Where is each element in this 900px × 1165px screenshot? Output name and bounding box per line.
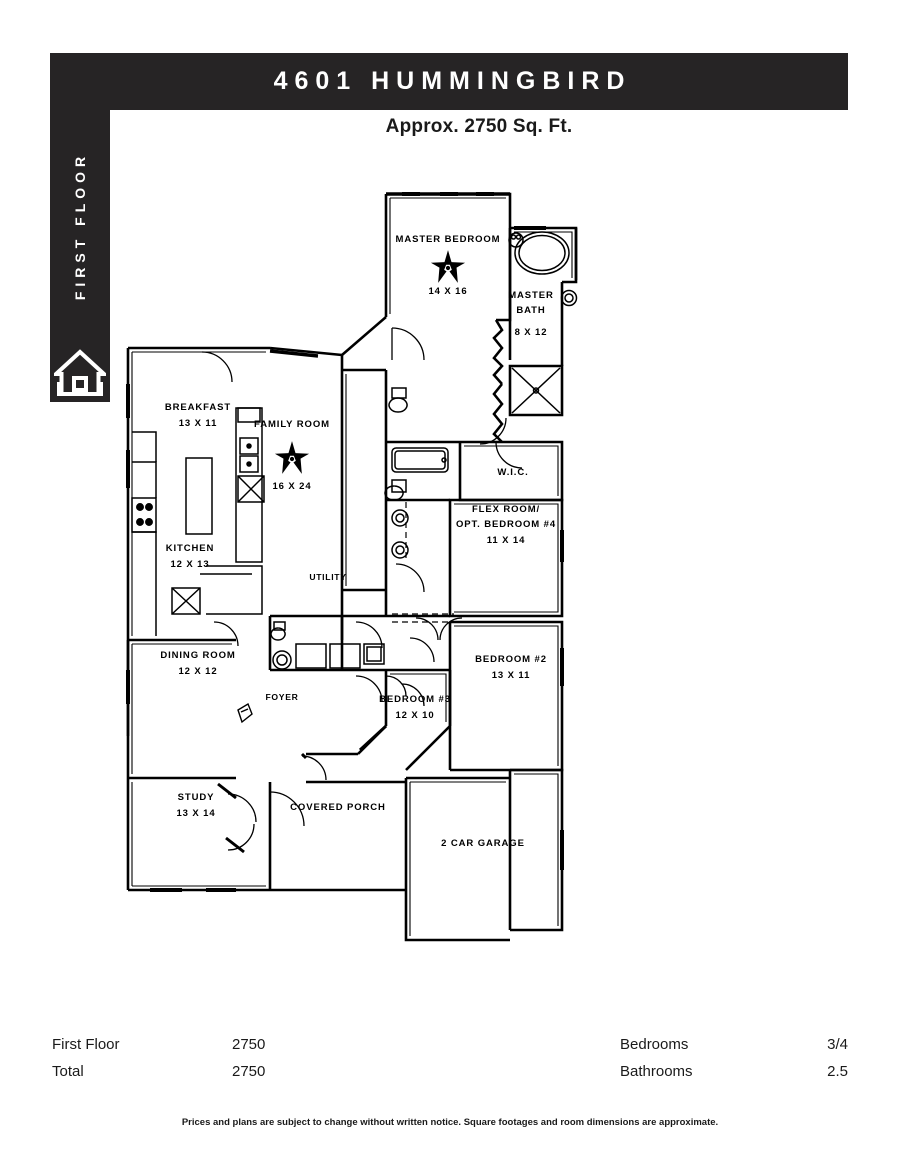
- room-label-flex-room-2: OPT. BEDROOM #4: [456, 519, 556, 530]
- spec-table: First Floor 2750 Bedrooms 3/4 Total 2750…: [0, 1036, 900, 1098]
- room-label-master-bath: MASTER: [508, 290, 554, 301]
- spec-bathrooms-value: 2.5: [827, 1063, 848, 1080]
- room-label-bedroom-3: BEDROOM #3: [379, 694, 451, 705]
- spec-total-label: Total: [52, 1063, 84, 1080]
- spec-bedrooms-value: 3/4: [827, 1036, 848, 1053]
- spec-row: Total 2750 Bathrooms 2.5: [0, 1063, 900, 1090]
- room-label-family-room: FAMILY ROOM: [254, 419, 330, 430]
- spec-total-value: 2750: [232, 1063, 266, 1080]
- room-label-wic: W.I.C.: [497, 467, 528, 478]
- room-label-kitchen: KITCHEN: [166, 543, 215, 554]
- room-label-utility: UTILITY: [309, 572, 346, 582]
- floor-label-text: FIRST FLOOR: [72, 151, 89, 301]
- room-label-breakfast: BREAKFAST: [165, 402, 231, 413]
- room-dim-master-bath: 8 X 12: [515, 327, 548, 338]
- header-banner: 4601 HUMMINGBIRD: [50, 53, 848, 110]
- room-label-flex-room: FLEX ROOM/: [472, 504, 540, 515]
- room-dim-bedroom-3: 12 X 10: [395, 710, 434, 721]
- room-label-study: STUDY: [178, 792, 215, 803]
- floor-label-rotated: FIRST FLOOR: [50, 110, 110, 342]
- ceiling-fan-master: [432, 252, 464, 281]
- floor-plan-drawing: MASTER BEDROOM 14 X 16 MASTER BATH 8 X 1…: [110, 170, 850, 970]
- spec-first-floor-label: First Floor: [52, 1036, 120, 1053]
- spec-bedrooms-label: Bedrooms: [620, 1036, 689, 1053]
- room-dim-breakfast: 13 X 11: [179, 418, 218, 429]
- spec-bathrooms-label: Bathrooms: [620, 1063, 693, 1080]
- room-label-dining-room: DINING ROOM: [160, 650, 235, 661]
- floor-tab-sidebar: FIRST FLOOR: [50, 110, 110, 402]
- spec-row: First Floor 2750 Bedrooms 3/4: [0, 1036, 900, 1063]
- room-dim-kitchen: 12 X 13: [170, 559, 209, 570]
- room-label-covered-porch: COVERED PORCH: [290, 802, 386, 813]
- room-label-master-bath-2: BATH: [516, 305, 545, 316]
- page-title: 4601 HUMMINGBIRD: [273, 67, 632, 95]
- room-dim-bedroom-2: 13 X 11: [492, 670, 531, 681]
- room-dim-family-room: 16 X 24: [272, 481, 311, 492]
- room-dim-master-bedroom: 14 X 16: [428, 286, 467, 297]
- room-label-bedroom-2: BEDROOM #2: [475, 654, 547, 665]
- disclaimer-text: Prices and plans are subject to change w…: [181, 1117, 719, 1128]
- room-dim-flex-room: 11 X 14: [487, 535, 526, 546]
- room-label-garage: 2 CAR GARAGE: [441, 838, 525, 849]
- room-label-master-bedroom: MASTER BEDROOM: [396, 234, 501, 245]
- room-dim-study: 13 X 14: [176, 808, 215, 819]
- page-subtitle: Approx. 2750 Sq. Ft.: [385, 116, 573, 137]
- room-label-foyer: FOYER: [265, 692, 298, 702]
- spec-first-floor-value: 2750: [232, 1036, 266, 1053]
- ceiling-fan-family: [276, 443, 308, 472]
- house-icon: [54, 349, 106, 396]
- room-dim-dining-room: 12 X 12: [178, 666, 217, 677]
